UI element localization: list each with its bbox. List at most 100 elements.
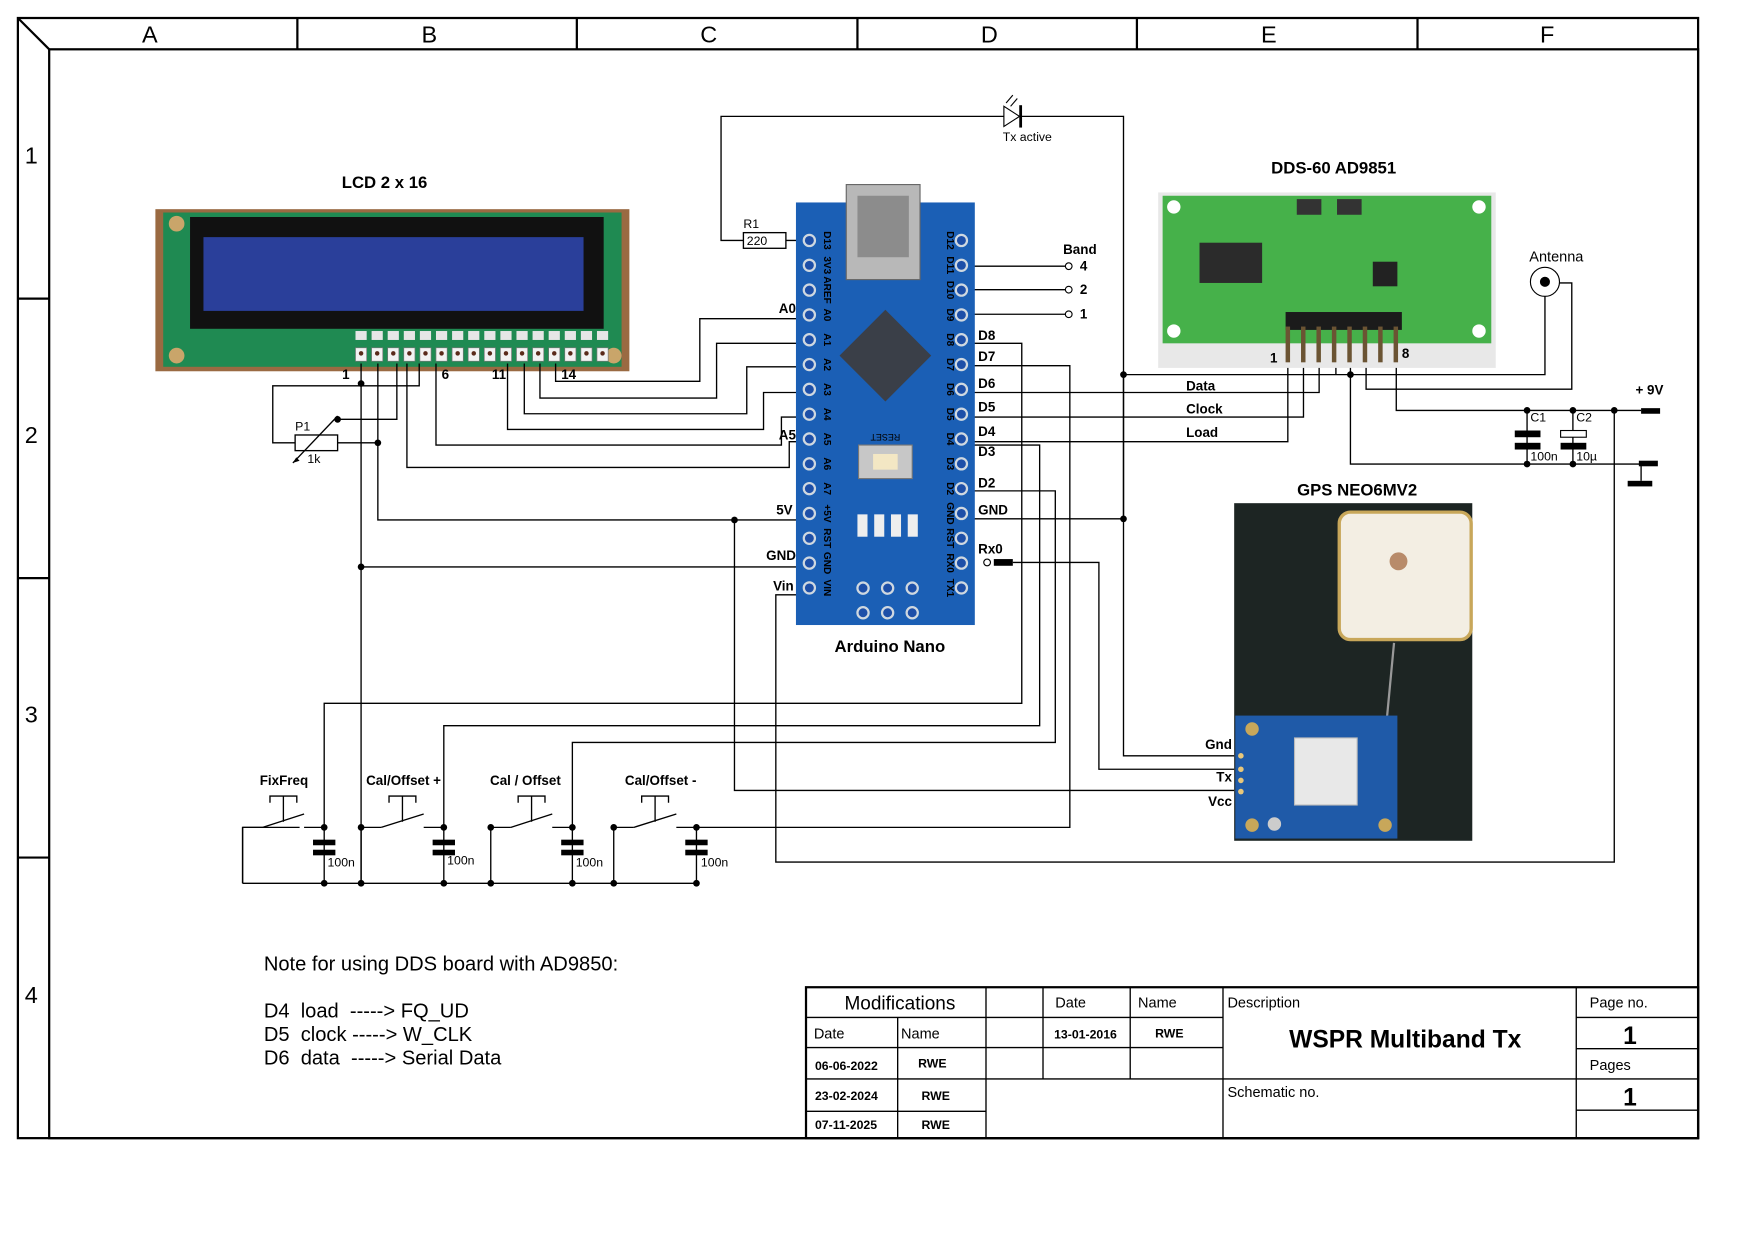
power-input: + 9V C1 C2 100n 10µ: [1514, 383, 1664, 487]
lcd-pad: [371, 331, 383, 340]
lcd-pad: [403, 331, 415, 340]
mcu-chip: [839, 309, 932, 402]
column-label-a: A: [142, 22, 158, 48]
gps-antenna-patch: [1337, 510, 1473, 642]
band-option-4: 4: [1080, 259, 1088, 274]
lcd-pad: [580, 331, 593, 340]
arduino-pin-left: [802, 407, 817, 421]
arduino-label-gnd-right: GND: [978, 502, 1008, 517]
arduino-pin-right: [954, 506, 969, 521]
pot-value: 1k: [307, 452, 321, 466]
resistor-value: 220: [747, 234, 768, 248]
gps-chip: [1293, 737, 1358, 806]
arduino-label-d3: D3: [978, 444, 995, 459]
switch-label-cal-offset-plus: Cal/Offset +: [366, 773, 441, 788]
potentiometer-p1: P1 1k: [292, 415, 339, 466]
mod-row-1-name: RWE: [918, 1057, 946, 1071]
switch-cap-4: 100n: [701, 855, 728, 869]
gps-module: GPS NEO6MV2 Gnd Tx Vcc: [1205, 480, 1473, 841]
arduino-silk-right: D4: [944, 433, 955, 446]
arduino-silk-right: D5: [944, 408, 955, 421]
switch-capacitor: [685, 839, 708, 846]
push-buttons: FixFreq Cal/Offset + Cal / Offset Cal/Of…: [241, 773, 728, 887]
lcd-pad: [516, 331, 528, 340]
pot-ref: P1: [295, 420, 310, 434]
arduino-silk-left: 3V3: [821, 256, 832, 274]
description-label: Description: [1227, 995, 1300, 1011]
arduino-pin-right: [954, 357, 969, 372]
lcd-pad: [484, 331, 496, 340]
dds-signal-data: Data: [1186, 378, 1216, 393]
arduino-pin-left: [802, 233, 817, 248]
arduino-silk-right: D11: [944, 256, 955, 274]
mod-row-2-name: RWE: [921, 1089, 949, 1103]
switch-cap-1: 100n: [328, 855, 355, 869]
lcd-pad: [532, 331, 544, 340]
dds-title: DDS-60 AD9851: [1271, 158, 1396, 177]
c1-value: 100n: [1530, 450, 1557, 464]
lcd-pin-label-6: 6: [442, 367, 449, 382]
arduino-pin-right: [954, 283, 969, 297]
band-option-1: 1: [1080, 307, 1088, 322]
switch-capacitor: [561, 839, 584, 846]
switch-label-cal-offset-minus: Cal/Offset -: [625, 773, 697, 788]
band-title: Band: [1063, 242, 1097, 257]
arduino-silk-left: A7: [821, 482, 832, 495]
arduino-silk-left: A3: [821, 383, 832, 396]
c1-ref: C1: [1530, 411, 1546, 425]
created-date-header: Date: [1055, 995, 1086, 1011]
arduino-silk-left: AREF: [821, 276, 832, 303]
lcd-pad: [419, 331, 432, 340]
arduino-pin-left: [802, 258, 817, 272]
arduino-silk-left: A2: [821, 358, 832, 371]
pages-label: Pages: [1590, 1058, 1631, 1074]
row-label-2: 2: [25, 422, 38, 448]
arduino-title: Arduino Nano: [834, 637, 945, 656]
arduino-silk-right: RX0: [944, 553, 955, 573]
dds-chip: [1199, 242, 1263, 283]
c2-value: 10µ: [1576, 450, 1597, 464]
created-name-header: Name: [1138, 995, 1177, 1011]
arduino-pin-left: [802, 357, 817, 372]
modifications-header: Modifications: [844, 994, 955, 1015]
note-heading: Note for using DDS board with AD9850:: [264, 953, 618, 975]
dds-pin: [1316, 326, 1321, 363]
lcd-header-pins: [355, 331, 609, 362]
gps-pin-vcc: Vcc: [1208, 794, 1232, 809]
dds-pin: [1347, 326, 1352, 363]
note-line-2: D5 clock -----> W_CLK: [264, 1024, 473, 1046]
arduino-pin-right: [954, 432, 969, 446]
lcd-pad: [387, 331, 399, 340]
arduino-silk-left: A6: [821, 457, 832, 470]
arduino-silk-left: A0: [821, 309, 832, 322]
arduino-silk-right: D10: [944, 281, 955, 300]
description-title: WSPR Multiband Tx: [1289, 1027, 1521, 1054]
arduino-silk-right: D2: [944, 482, 955, 495]
dds-signal-load: Load: [1186, 425, 1218, 440]
arduino-label-a0: A0: [779, 301, 796, 316]
switch-label-cal-offset: Cal / Offset: [490, 773, 561, 788]
switch-capacitor: [313, 839, 336, 846]
column-label-f: F: [1540, 22, 1554, 48]
dds-pin: [1393, 326, 1399, 363]
power-label: + 9V: [1636, 383, 1664, 398]
created-date: 13-01-2016: [1054, 1028, 1117, 1042]
arduino-silk-right: D8: [944, 333, 955, 346]
lcd-pin-label-1: 1: [342, 367, 350, 382]
lcd-module: LCD 2 x 16 1 6 11 14: [155, 173, 630, 382]
arduino-pin-left: [802, 382, 817, 397]
led-label: Tx active: [1003, 130, 1052, 144]
mod-row-2-date: 23-02-2024: [815, 1089, 878, 1103]
arduino-pin-right: [954, 457, 969, 471]
dds-signal-clock: Clock: [1186, 402, 1223, 417]
lcd-title: LCD 2 x 16: [342, 173, 428, 192]
arduino-silk-left: A4: [821, 408, 832, 421]
note-line-1: D4 load -----> FQ_UD: [264, 1000, 469, 1022]
dds-pin: [1362, 326, 1368, 363]
arduino-label-d4: D4: [978, 424, 996, 439]
resistor-ref: R1: [743, 217, 759, 231]
arduino-silk-left: D13: [821, 231, 832, 250]
title-block: Modifications Date Name 06-06-2022 RWE 2…: [804, 986, 1700, 1140]
row-label-1: 1: [25, 142, 38, 168]
arduino-label-a5: A5: [779, 427, 797, 442]
